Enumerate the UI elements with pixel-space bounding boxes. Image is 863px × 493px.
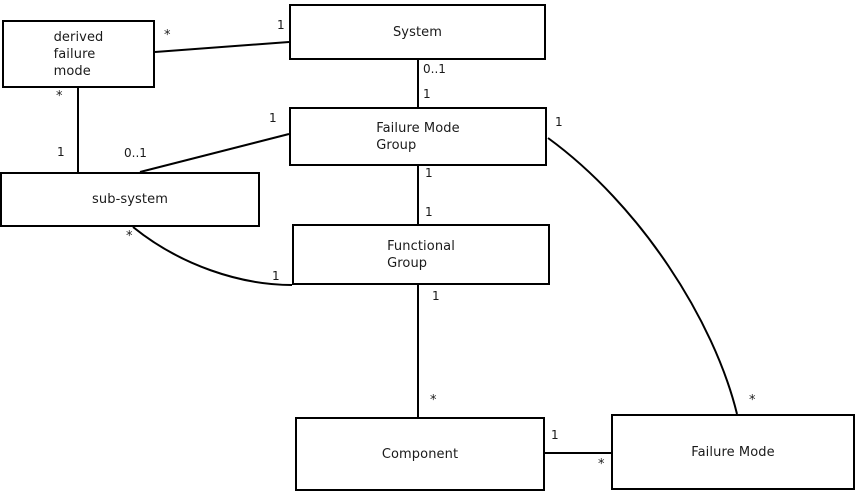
multiplicity-sub-system-functional-group: * — [126, 229, 133, 244]
class-name-failure-mode-group: Failure Mode Group — [376, 120, 460, 153]
class-box-component[interactable]: Component — [295, 417, 545, 491]
multiplicity-failure-mode-group-failure-mode: 1 — [555, 115, 563, 129]
class-name-system: System — [392, 24, 443, 40]
association-sub-system-functional-group — [132, 226, 293, 286]
multiplicity-failure-mode-component: * — [598, 457, 605, 472]
multiplicity-failure-mode-group-system: 1 — [423, 87, 431, 101]
association-derived-failure-mode-system — [154, 41, 290, 53]
multiplicity-component-failure-mode: 1 — [551, 428, 559, 442]
class-name-failure-mode: Failure Mode — [691, 444, 775, 460]
multiplicity-failure-mode-group-functional-group: 1 — [425, 166, 433, 180]
multiplicity-functional-group-component: 1 — [432, 289, 440, 303]
multiplicity-functional-group-sub-system: 1 — [272, 269, 280, 283]
association-sub-system-failure-mode-group — [139, 133, 290, 173]
multiplicity-component-functional-group: * — [430, 393, 437, 408]
class-name-functional-group: Functional Group — [387, 238, 455, 271]
multiplicity-failure-mode-group-sub-system: 1 — [269, 111, 277, 125]
multiplicity-derived-failure-mode-sub-system: * — [56, 89, 63, 104]
multiplicity-functional-group-failure-mode-group: 1 — [425, 205, 433, 219]
multiplicity-system-failure-mode-group: 0..1 — [423, 62, 446, 76]
class-name-sub-system: sub-system — [92, 192, 168, 207]
multiplicity-sub-system-failure-mode-group: 0..1 — [124, 146, 147, 160]
class-box-derived-failure-mode[interactable]: derived failure mode — [2, 20, 155, 88]
multiplicity-system-derived-failure-mode: 1 — [277, 18, 285, 32]
class-name-component: Component — [381, 446, 459, 462]
class-box-sub-system[interactable]: sub-system — [0, 172, 260, 227]
class-box-failure-mode[interactable]: Failure Mode — [611, 414, 855, 490]
class-box-functional-group[interactable]: Functional Group — [292, 224, 550, 285]
multiplicity-sub-system-derived-failure-mode: 1 — [57, 145, 65, 159]
class-box-system[interactable]: System — [289, 4, 546, 60]
multiplicity-failure-mode-failure-mode-group: * — [749, 393, 756, 408]
class-name-derived-failure-mode: derived failure mode — [53, 29, 104, 79]
multiplicity-derived-failure-mode-system: * — [164, 28, 171, 43]
class-box-failure-mode-group[interactable]: Failure Mode Group — [289, 107, 547, 166]
association-failure-mode-group-failure-mode — [547, 137, 738, 415]
